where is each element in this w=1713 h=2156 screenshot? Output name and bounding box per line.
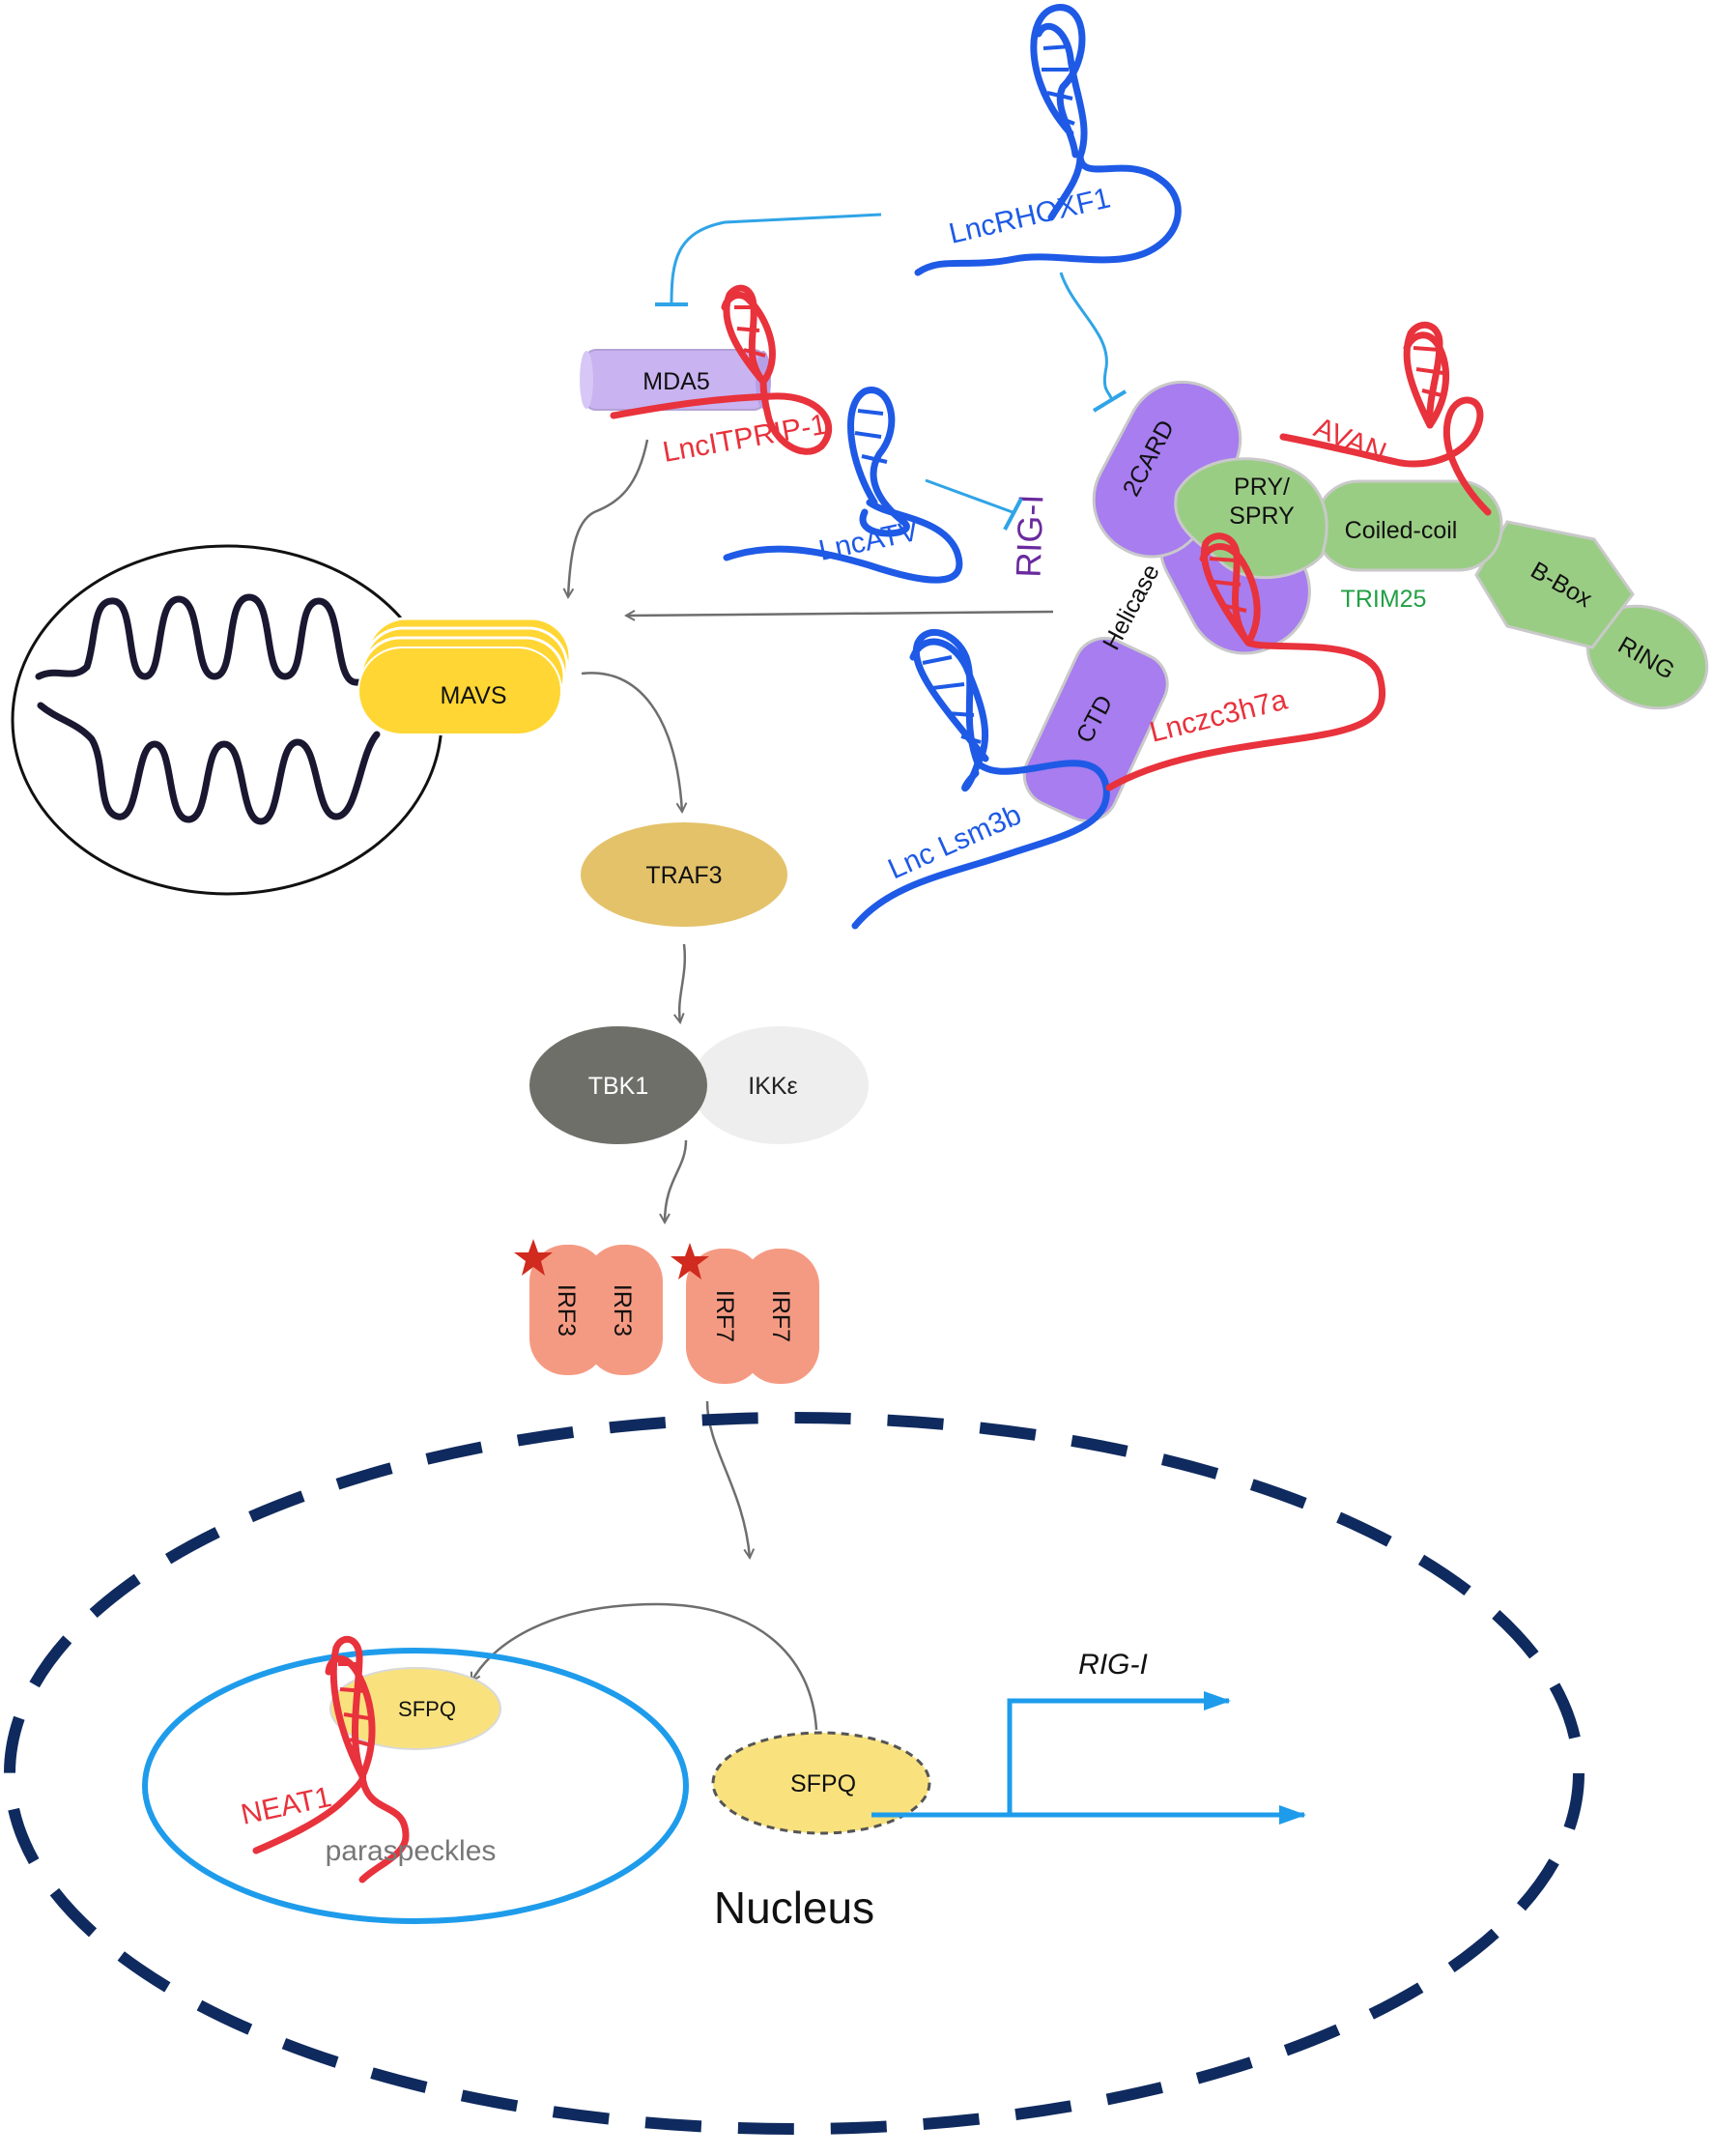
ikke-protein [691, 1026, 869, 1144]
avan-rna [1279, 321, 1492, 516]
rigi-ctd-domain [1022, 637, 1169, 822]
irf3-label: IRF3 [609, 1284, 636, 1337]
rigi-helicase-label: Helicase [1098, 560, 1165, 654]
lnczc3h7a-rna [1105, 532, 1386, 791]
rna-hairpin [723, 284, 767, 386]
inhibit-rhoxf1-to-mda5 [670, 213, 882, 305]
trim25-pry-spry-label: SPRY [1229, 503, 1295, 530]
rna-hairpin [325, 1654, 376, 1780]
lnc-atv-rna [723, 387, 963, 584]
rna-hairpin [1030, 4, 1086, 158]
mda5-end-cap [580, 351, 593, 409]
inhibit-bar [1003, 498, 1023, 531]
rna-hairpin [329, 1635, 366, 1780]
sfpq-outer-label: SFPQ [790, 1770, 856, 1797]
rna-hairpin [1200, 532, 1252, 647]
rna-hairpin [1403, 321, 1443, 429]
nucleus-envelope [4, 1412, 1585, 2135]
rna-tail [610, 378, 833, 455]
rna-tail [1105, 639, 1386, 791]
rna-strand [1004, 39, 1177, 275]
inhibit-rhoxf1-to-rigi [1059, 272, 1113, 399]
rna-hairpin [1035, 22, 1088, 160]
lnc-rhoxf1-rna [914, 4, 1182, 276]
paraspeckle-body [142, 1648, 689, 1924]
rna-hairpin [1199, 543, 1261, 647]
arrow-sfpq-to-paraspeckle [470, 1602, 818, 1731]
arrow-mavs-to-traf3 [581, 672, 682, 812]
neat1-label: NEAT1 [239, 1781, 334, 1831]
irf3-subunit [585, 1245, 663, 1375]
mitochondrion-cristae [35, 593, 390, 825]
rna-base-pairs [854, 409, 888, 464]
lnc-itprip1-rna [610, 284, 833, 455]
rna-hairpin [721, 292, 776, 386]
phosphorylation-star-icon [514, 1239, 553, 1276]
trim25-label: TRIM25 [1341, 586, 1427, 613]
rna-base-pairs [734, 305, 766, 358]
arrow-mda5-to-mavs [568, 439, 649, 597]
nucleus-label: Nucleus [714, 1883, 874, 1933]
trim25-pry-spry-label: PRY/ [1234, 474, 1290, 501]
rna-tail [1279, 396, 1492, 516]
mavs-protein [357, 647, 562, 735]
rna-base-pairs [1413, 346, 1446, 398]
rna-tail [914, 156, 1182, 276]
mavs-group: MAVS [357, 617, 572, 735]
sfpq-inner-label: SFPQ [398, 1697, 456, 1721]
mavs-label: MAVS [441, 682, 507, 709]
irf7-label: IRF7 [711, 1290, 738, 1342]
traf3-protein [581, 822, 787, 927]
traf3-label: TRAF3 [645, 862, 722, 889]
lnc-rhoxf1-label: LncRHOXF1 [946, 182, 1113, 249]
rig-i-gene-label: RIG-I [1078, 1649, 1148, 1681]
tbk1-protein [529, 1026, 707, 1144]
irf3-label: IRF3 [553, 1284, 580, 1337]
tbk1-label: TBK1 [588, 1073, 649, 1100]
rna-hairpin [912, 628, 989, 767]
neat1-rna [252, 1635, 410, 1883]
trim25-protein: PRY/ SPRY Coiled-coil B-Box RING TRIM25 [1174, 457, 1709, 710]
rna-base-pairs [1209, 557, 1247, 613]
inhibit-atv-to-rigi [925, 478, 1014, 514]
trim25-coiled-coil-label: Coiled-coil [1345, 517, 1458, 544]
rna-hairpin [909, 638, 989, 767]
paraspeckles-label: paraspeckles [326, 1835, 497, 1867]
mda5-label: MDA5 [642, 368, 709, 395]
avan-label: AVAN [1309, 412, 1390, 470]
rna-strand [847, 387, 910, 537]
lnczc3h7a-label: Lnczc3h7a [1147, 684, 1291, 749]
sfpq-free [711, 1731, 931, 1835]
irf7-label: IRF7 [767, 1290, 794, 1342]
inhibit-bar [1092, 389, 1128, 413]
lnc-lsm3b-rna [851, 628, 1110, 930]
rna-tail [252, 1768, 410, 1883]
arrow-rigi-to-mavs [626, 612, 1054, 616]
rna-tail [851, 758, 1110, 930]
trim25-bbox-domain [1474, 520, 1635, 649]
irf3-dimer: IRF3 IRF3 [529, 1245, 663, 1375]
rna-base-pairs [338, 1662, 372, 1747]
arrow-tbk1-to-irf [665, 1139, 688, 1222]
ikke-label: IKKε [748, 1073, 797, 1100]
rna-base-pairs [1042, 44, 1075, 126]
lnc-itprip1-label: LncITPRIP-1 [660, 409, 829, 469]
irf7-subunit [742, 1249, 819, 1384]
rna-tail [723, 499, 963, 584]
rigi-label: RIG-I [1009, 494, 1051, 578]
irf7-dimer: IRF7 IRF7 [686, 1249, 819, 1384]
lnc-atv-label: LncATV [816, 515, 922, 567]
rna-base-pairs [922, 655, 982, 744]
arrow-traf3-to-tbk1 [679, 943, 687, 1022]
phosphorylation-star-icon [671, 1243, 709, 1279]
transcription-arrow [1007, 1691, 1231, 1815]
